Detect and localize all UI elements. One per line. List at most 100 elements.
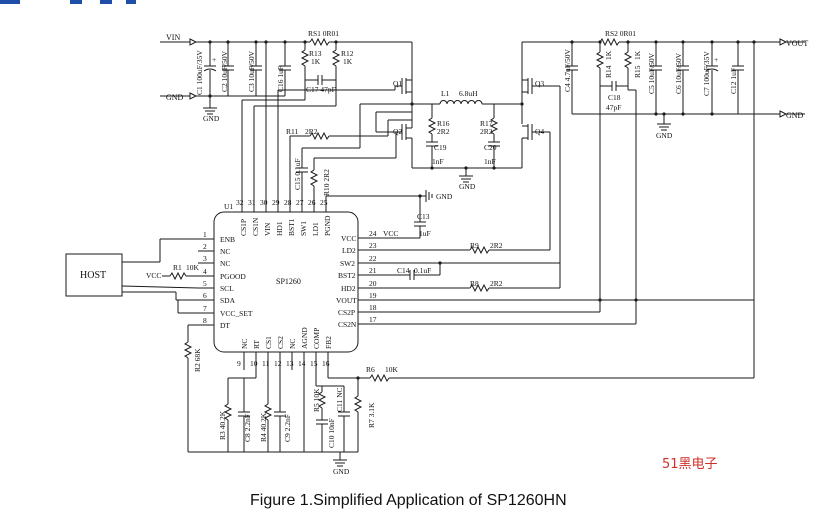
c20-label: C20	[484, 143, 497, 152]
c19-label: C19	[434, 143, 447, 152]
svg-text:1K: 1K	[604, 50, 613, 60]
r15-label: R15	[633, 65, 642, 78]
host-block: HOST VCC R1 10K R2 68K	[65, 238, 202, 452]
svg-text:1K: 1K	[311, 57, 321, 66]
watermark: 51黑电子	[662, 457, 718, 472]
ic-left-pins: 1 2 3 4 5 6 7 8 ENB NC NC PGOOD SCL SDA …	[198, 230, 253, 330]
c12-label: C12 1uF	[729, 68, 738, 94]
svg-text:28: 28	[284, 198, 292, 207]
c16-label: C16 1uF	[276, 66, 285, 92]
r16-label: R16	[437, 119, 450, 128]
r6-label: R6	[366, 365, 375, 374]
c2-label: C2 10uF/50V	[220, 50, 229, 92]
svg-text:31: 31	[248, 198, 256, 207]
c7-label: C7 100uF/35V	[702, 51, 711, 96]
pin-vout: VOUT	[336, 296, 357, 305]
svg-text:GND: GND	[436, 192, 453, 201]
rs2-label: RS2 0R01	[605, 29, 636, 38]
svg-text:GND: GND	[656, 131, 673, 140]
c3-label: C3 10uF/50V	[247, 50, 256, 92]
svg-text:1: 1	[203, 230, 207, 239]
c15-label: C15 0.1uF	[293, 158, 302, 190]
pin-cs2: CS2	[276, 336, 285, 349]
c10-label: C10 10nF	[327, 418, 336, 448]
output-capacitors: C4 4.7uF/50V C5 10uF/50V C6 10uF/50V + C…	[563, 40, 744, 116]
output-sense-filter: R14 1K R15 1K C18 47pF	[595, 40, 756, 324]
pin-pgood: PGOOD	[220, 272, 246, 281]
bootstrap-network: R11 2R2 C15 0.1uF R10 2R2 GND	[286, 103, 453, 202]
svg-text:2R2: 2R2	[437, 127, 450, 136]
gnd-net-right: GND GND	[572, 110, 805, 140]
vcc-left-label: VCC	[146, 271, 161, 280]
svg-text:19: 19	[369, 291, 377, 300]
pin-sw2: SW2	[340, 259, 355, 268]
pin-ld1: LD1	[311, 222, 320, 236]
vout-label: VOUT	[786, 39, 808, 48]
r1-label: R1	[173, 263, 182, 272]
svg-text:2R2: 2R2	[480, 127, 493, 136]
r11-label: R11	[286, 127, 298, 136]
pin-cs1n: CS1N	[251, 217, 260, 236]
pin-cs1: CS1	[264, 336, 273, 349]
ic-bottom-pins: 9 10 11 12 13 14 15 16 NC RT CS1 CS2 NC …	[237, 327, 333, 370]
svg-text:6.8uH: 6.8uH	[459, 89, 478, 98]
svg-text:16: 16	[322, 359, 330, 368]
pin-cs2n: CS2N	[338, 320, 357, 329]
figure-caption: Figure 1.Simplified Application of SP126…	[250, 492, 567, 509]
svg-text:1uF: 1uF	[419, 229, 431, 238]
pin-vin: VIN	[263, 222, 272, 236]
svg-text:21: 21	[369, 266, 377, 275]
svg-text:23: 23	[369, 241, 377, 250]
rs1-label: RS1 0R01	[308, 29, 339, 38]
r17-label: R17	[480, 119, 493, 128]
pin-dt: DT	[220, 321, 230, 330]
c4-label: C4 4.7uF/50V	[563, 48, 572, 92]
r8-label: R8	[470, 279, 479, 288]
c11-label: C11 NC	[335, 387, 344, 412]
svg-text:6: 6	[203, 291, 207, 300]
gnd-label: GND	[166, 93, 184, 102]
r3-label: R3 40.2K	[218, 410, 227, 440]
r7-label: R7 3.1K	[367, 402, 376, 428]
svg-text:12: 12	[274, 359, 282, 368]
svg-text:13: 13	[286, 359, 294, 368]
svg-text:22: 22	[369, 254, 377, 263]
pin-scl: SCL	[220, 284, 234, 293]
svg-text:30: 30	[260, 198, 268, 207]
svg-text:15: 15	[310, 359, 318, 368]
svg-text:10K: 10K	[186, 263, 200, 272]
svg-text:9: 9	[237, 359, 241, 368]
r14-label: R14	[604, 65, 613, 78]
svg-text:0.1uF: 0.1uF	[414, 266, 431, 275]
svg-text:3: 3	[203, 254, 207, 263]
bottom-network: R3 40.2K C8 2.2nF R4 40.2K C9 2.2nF R5 1…	[188, 300, 755, 476]
svg-text:25: 25	[320, 198, 328, 207]
q3-label: Q3	[535, 79, 544, 88]
pin-sw1: SW1	[299, 221, 308, 236]
svg-text:4: 4	[203, 267, 207, 276]
vcc-net-label: VCC	[383, 229, 398, 238]
q1-label: Q1	[393, 79, 402, 88]
power-stage: Q1 Q2 L1 6.8uH R16 2R2 C19 1nF	[277, 42, 561, 288]
svg-text:NC: NC	[220, 247, 230, 256]
c5-label: C5 10uF/50V	[647, 52, 656, 94]
svg-text:NC: NC	[240, 339, 249, 349]
gnd-right-label: GND	[786, 111, 804, 120]
pin-comp: COMP	[312, 328, 321, 349]
right-pin-network: VCC C13 1uF R9 2R2 C14 0.1uF R8 2R2	[374, 194, 754, 325]
svg-text:+: +	[714, 55, 718, 64]
svg-text:32: 32	[236, 198, 244, 207]
r13-label: R13	[309, 49, 322, 58]
pin-fb2: FB2	[324, 336, 333, 349]
c14-label: C14	[397, 266, 410, 275]
svg-text:GND: GND	[459, 182, 476, 191]
c13-label: C13	[417, 212, 430, 221]
svg-text:NC: NC	[288, 339, 297, 349]
svg-text:NC: NC	[220, 259, 230, 268]
r10-label: R10 2R2	[322, 169, 331, 196]
svg-text:27: 27	[296, 198, 304, 207]
svg-text:10K: 10K	[385, 365, 399, 374]
ic-right-pins: 24 23 22 21 20 19 18 17 VCC LD2 SW2 BST2…	[336, 229, 377, 329]
input-capacitors: + C1 100uF/35V C2 10uF/50V C3 10uF/50V C…	[195, 40, 291, 98]
